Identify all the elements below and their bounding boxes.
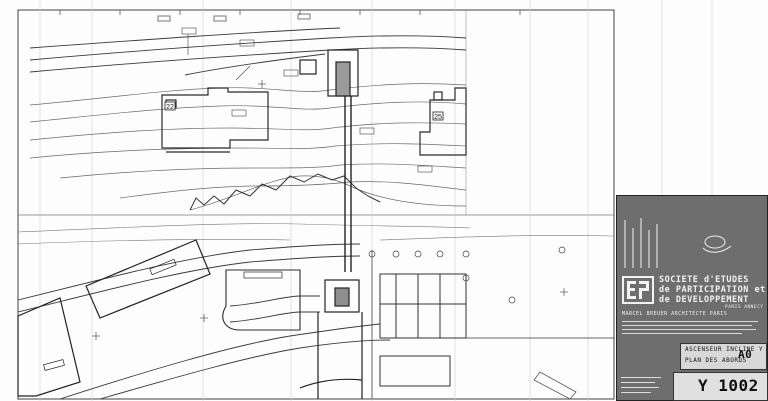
company-name-line1: SOCIETE d'ETUDES [659, 275, 749, 285]
company-name-line3: de DEVELOPPEMENT [659, 295, 749, 305]
building-22-tag [164, 101, 176, 111]
contour-lines-lower [17, 223, 615, 245]
parking-block-large [85, 239, 211, 319]
drawing-frame [17, 9, 615, 400]
dimension-labels-upper [181, 27, 433, 173]
logo-mark [627, 281, 649, 299]
drawing-number: Y 1002 [698, 376, 759, 395]
company-logo-icon [622, 276, 654, 304]
lower-building-outline [222, 269, 301, 331]
rock-outline [189, 173, 381, 211]
building-25 [419, 87, 467, 156]
lower-grid-structure [371, 250, 614, 399]
address-lines [622, 319, 762, 337]
elevator-upper-station [299, 49, 359, 215]
frame-ticks [59, 10, 521, 22]
drawing-number-box: Y 1002 [673, 372, 768, 401]
corner-pad [533, 371, 577, 400]
building-25-label: 25 [434, 114, 442, 121]
company-name-line2: de PARTICIPATION et [659, 285, 766, 295]
drawing-title: PLAN DES ABORDS [685, 357, 747, 364]
revision-sketch [624, 218, 732, 268]
company-city: PARIS ANNECY [725, 305, 764, 310]
architect-name: MARCEL BREUER ARCHITECTE PARIS [622, 311, 728, 317]
project-title: ASCENSEUR INCLINE Y [685, 346, 764, 353]
sheet-size: A0 [738, 348, 753, 361]
parking-block-small [17, 297, 81, 397]
road-band-lower [17, 243, 391, 400]
drawing-title-box: ASCENSEUR INCLINE Y PLAN DES ABORDS [680, 343, 767, 370]
signature-lines [621, 374, 669, 398]
survey-crosses [92, 80, 568, 340]
building-22-label: 22 [166, 104, 174, 111]
road-band-upper [29, 27, 467, 76]
grid-circle-markers [368, 246, 566, 304]
elevator-lower-station [299, 215, 363, 399]
building-25-tag [432, 111, 444, 121]
